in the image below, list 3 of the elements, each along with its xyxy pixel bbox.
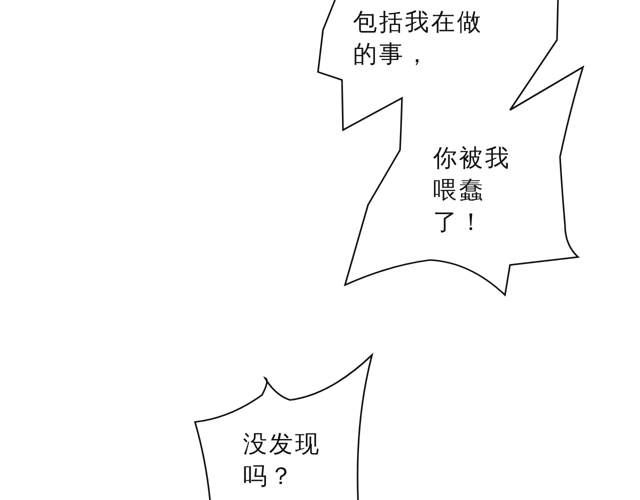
speech-text: 包括我在做的事， <box>353 7 484 70</box>
speech-text: 你被我喂蠢了！ <box>433 143 512 238</box>
speech-text: 没发现吗？ <box>243 429 322 492</box>
